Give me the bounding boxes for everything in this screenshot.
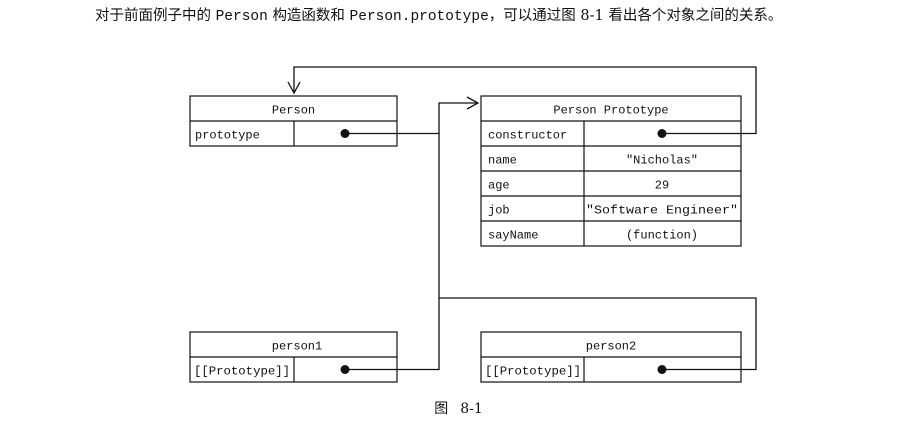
person1-box-title: person1 (272, 340, 322, 354)
intro-text-3: ，可以通过图 8-1 看出各个对象之间的关系。 (488, 8, 783, 24)
person-prototype-pointer-dot (340, 129, 350, 138)
person2-to-prototype-line (439, 297, 757, 371)
person1-box: person1 [[Prototype]] (189, 331, 398, 383)
prototype-row-value-age: 29 (655, 179, 669, 193)
person1-prototype-pointer-dot (340, 365, 350, 374)
person1-to-prototype-line (349, 133, 440, 371)
constructor-pointer-dot (657, 129, 667, 138)
person2-prototype-pointer-dot (657, 365, 667, 374)
intro-text-2: 构造函数和 (272, 8, 345, 24)
prototype-row-key-name: name (488, 154, 517, 168)
person2-prototype-key: [[Prototype]] (485, 365, 581, 379)
intro-paragraph: 对于前面例子中的 Person 构造函数和 Person.prototype，可… (62, 4, 892, 29)
person-box: Person prototype (189, 95, 398, 147)
prototype-row-value-sayname: (function) (626, 229, 698, 243)
intro-code-person: Person (215, 9, 268, 25)
intro-text-1: 对于前面例子中的 (95, 8, 211, 24)
prototype-row-value-job: "Software Engineer" (586, 204, 738, 218)
prototype-row-key-constructor: constructor (488, 129, 567, 143)
prototype-row-key-job: job (488, 204, 510, 218)
person1-prototype-key: [[Prototype]] (194, 365, 290, 379)
person-prototype-key: prototype (195, 129, 260, 143)
figure-caption-number: 8-1 (460, 401, 483, 417)
person2-box-title: person2 (586, 340, 636, 354)
figure-caption-label: 图 (434, 401, 449, 417)
intro-code-prototype: Person.prototype (349, 9, 489, 25)
prototype-row-key-sayname: sayName (488, 229, 538, 243)
constructor-to-person-arrow (287, 66, 757, 135)
prototype-row-key-age: age (488, 179, 510, 193)
prototype-row-value-name: "Nicholas" (626, 154, 698, 168)
person-to-prototype-arrow (349, 96, 480, 135)
person-prototype-box: Person Prototype constructor name "Nicho… (480, 95, 742, 247)
figure-caption: 图 8-1 (0, 398, 917, 418)
person-box-title: Person (272, 104, 315, 118)
person-prototype-box-title: Person Prototype (553, 104, 668, 118)
person2-box: person2 [[Prototype]] (480, 331, 742, 383)
